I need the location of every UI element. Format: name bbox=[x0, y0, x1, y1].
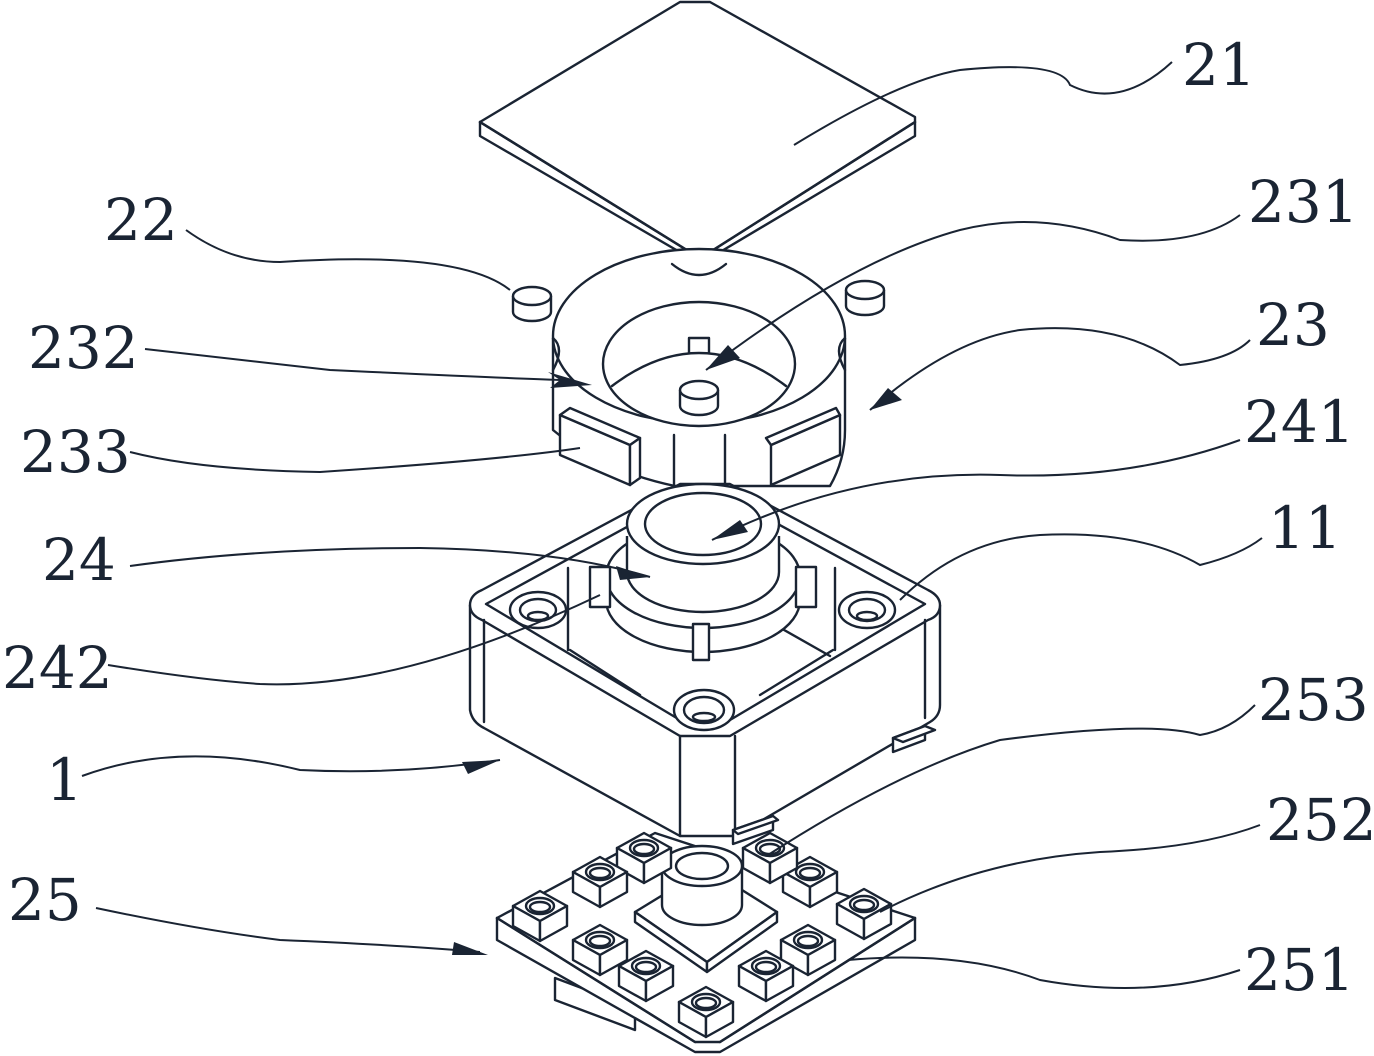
top-plate bbox=[478, 0, 917, 264]
socket bbox=[741, 831, 799, 885]
socket bbox=[511, 889, 569, 943]
magnet-pin-left bbox=[511, 285, 553, 323]
leader-lines bbox=[81, 61, 1263, 989]
label-242: 242 bbox=[2, 634, 113, 702]
screw-boss-left bbox=[508, 590, 568, 630]
label-241: 241 bbox=[1244, 388, 1355, 456]
label-25: 25 bbox=[8, 866, 82, 934]
label-23: 23 bbox=[1256, 291, 1330, 359]
socket bbox=[737, 949, 795, 1003]
label-233: 233 bbox=[20, 418, 131, 486]
socket bbox=[571, 923, 629, 977]
label-1: 1 bbox=[46, 746, 83, 814]
socket bbox=[779, 923, 837, 977]
magnet-pin-right bbox=[844, 279, 886, 317]
board-sockets bbox=[511, 831, 893, 1039]
central-hub bbox=[588, 482, 818, 662]
arrowheads bbox=[452, 345, 902, 955]
label-11: 11 bbox=[1268, 494, 1342, 562]
label-232: 232 bbox=[28, 314, 139, 382]
screw-boss-front bbox=[672, 688, 736, 732]
label-22: 22 bbox=[104, 186, 178, 254]
socket bbox=[617, 949, 675, 1003]
label-21: 21 bbox=[1182, 31, 1256, 99]
socket bbox=[835, 887, 893, 941]
reference-labels: 21 22 231 232 23 233 241 24 11 242 253 1… bbox=[2, 31, 1374, 1004]
socket bbox=[781, 855, 839, 909]
label-252: 252 bbox=[1266, 786, 1374, 854]
socket bbox=[677, 985, 735, 1039]
label-231: 231 bbox=[1248, 168, 1359, 236]
label-24: 24 bbox=[42, 526, 116, 594]
socket bbox=[571, 855, 629, 909]
screw-boss-right bbox=[837, 590, 897, 630]
label-253: 253 bbox=[1258, 666, 1369, 734]
rotating-ring bbox=[551, 247, 847, 490]
socket bbox=[615, 831, 673, 885]
label-251: 251 bbox=[1244, 936, 1355, 1004]
